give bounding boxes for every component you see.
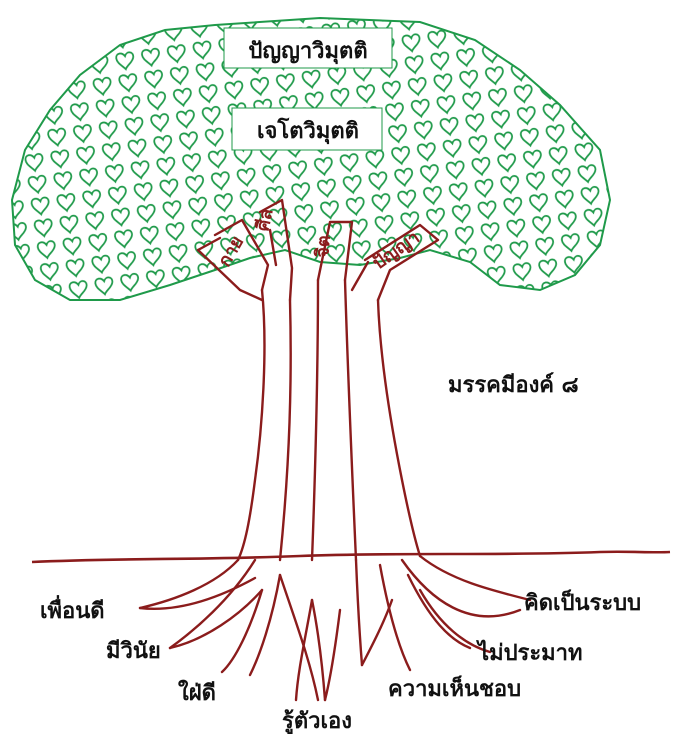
canopy-label-top: ปัญญาวิมุตติ xyxy=(248,39,367,65)
ground-line xyxy=(32,552,670,562)
root-label-good-friend: เพื่อนดี xyxy=(40,594,105,624)
canopy-label-second: เจโตวิมุตติ xyxy=(257,117,359,145)
root-label-systematic-thinking: คิดเป็นระบบ xyxy=(524,588,641,616)
trunk-label: มรรคมีองค์ ๘ xyxy=(448,372,579,398)
root-label-aspiration: ใฝ่ดี xyxy=(178,679,216,706)
root-label-discipline: มีวินัย xyxy=(106,639,161,664)
root-label-self-knowing: รู้ตัวเอง xyxy=(282,709,352,735)
branch-label-jit: จิต xyxy=(312,234,335,258)
root-label-heedfulness: ไม่ประมาท xyxy=(476,639,583,666)
root-label-right-view: ความเห็นชอบ xyxy=(388,674,521,702)
